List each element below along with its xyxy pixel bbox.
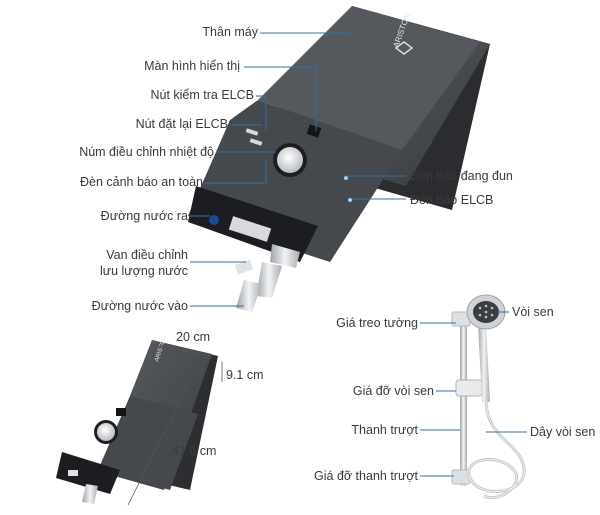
leader-lines	[190, 32, 527, 477]
dimension-width: 20 cm	[176, 330, 211, 344]
label-heating-light: Đèn báo đang đun	[410, 169, 513, 183]
label-shower-head: Vòi sen	[512, 305, 554, 319]
label-water-outlet: Đường nước ra	[100, 209, 188, 223]
water-heater-large: ARISTON	[188, 6, 490, 312]
label-shower-holder: Giá đỡ vòi sen	[352, 384, 434, 398]
label-safety-warning-light: Đèn cảnh báo an toàn	[79, 175, 203, 189]
label-flow-valve-line1: Van điều chỉnh	[106, 248, 188, 262]
label-elcb-light: Đèn báo ELCB	[410, 193, 494, 207]
dimension-height: 41.6 cm	[172, 444, 217, 458]
label-display: Màn hình hiển thị	[144, 59, 240, 73]
label-flow-valve-line2: lưu lượng nước	[99, 264, 188, 278]
label-elcb-reset-button: Nút đặt lại ELCB	[135, 117, 228, 131]
dimension-depth: 9.1 cm	[226, 368, 264, 382]
label-shower-hose: Dây vòi sen	[530, 425, 596, 439]
water-heater-small: ARISTON	[56, 336, 218, 504]
shower-set	[451, 294, 526, 500]
label-wall-bracket: Giá treo tường	[336, 316, 418, 330]
label-slide-bar-holder: Giá đỡ thanh trượt	[314, 469, 418, 483]
label-temperature-knob: Núm điều chỉnh nhiệt độ	[79, 145, 214, 159]
dimension-lines	[127, 344, 223, 506]
label-elcb-test-button: Nút kiểm tra ELCB	[150, 88, 254, 102]
label-slide-bar: Thanh trượt	[351, 423, 418, 437]
label-body: Thân máy	[202, 25, 258, 39]
label-water-inlet: Đường nước vào	[91, 299, 188, 313]
